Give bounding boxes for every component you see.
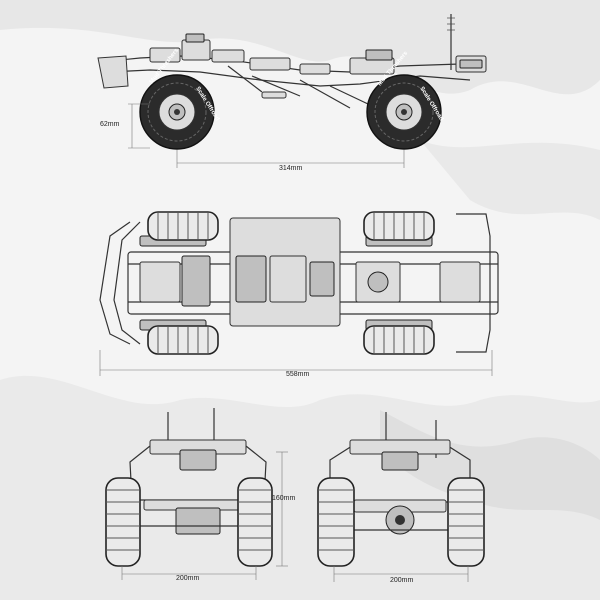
front-view-tire-right — [447, 477, 485, 567]
length-dimension: 558mm — [99, 350, 493, 378]
front-width-dimension: 200mm — [333, 566, 469, 584]
rear-view: 160mm 200mm — [105, 408, 296, 582]
front-view: 200mm — [317, 412, 485, 584]
side-front-wheel: Mud Thrashers Scale Offroad — [139, 47, 220, 150]
rear-view-tire-left — [105, 477, 141, 567]
front-width-label: 200mm — [390, 577, 414, 584]
side-view: Mud Thrashers Scale Offroad Mud Thrasher… — [97, 14, 487, 172]
rear-view-tire-right — [237, 477, 273, 567]
wheelbase-dimension: 314mm — [176, 150, 405, 172]
rear-height-label: 160mm — [272, 495, 296, 502]
height-label: 62mm — [100, 121, 120, 128]
length-label: 558mm — [286, 371, 310, 378]
top-tire-rear-right — [363, 325, 435, 355]
wheelbase-label: 314mm — [279, 165, 303, 172]
top-tire-front-left — [147, 211, 219, 241]
front-view-tire-left — [317, 477, 355, 567]
top-tire-rear-left — [363, 211, 435, 241]
top-tire-front-right — [147, 325, 219, 355]
rear-width-dimension: 200mm — [121, 566, 257, 582]
rear-width-label: 200mm — [176, 575, 200, 582]
rear-height-dimension: 160mm — [272, 451, 296, 567]
height-dimension: 62mm — [100, 103, 150, 149]
top-view: 558mm — [99, 211, 499, 378]
